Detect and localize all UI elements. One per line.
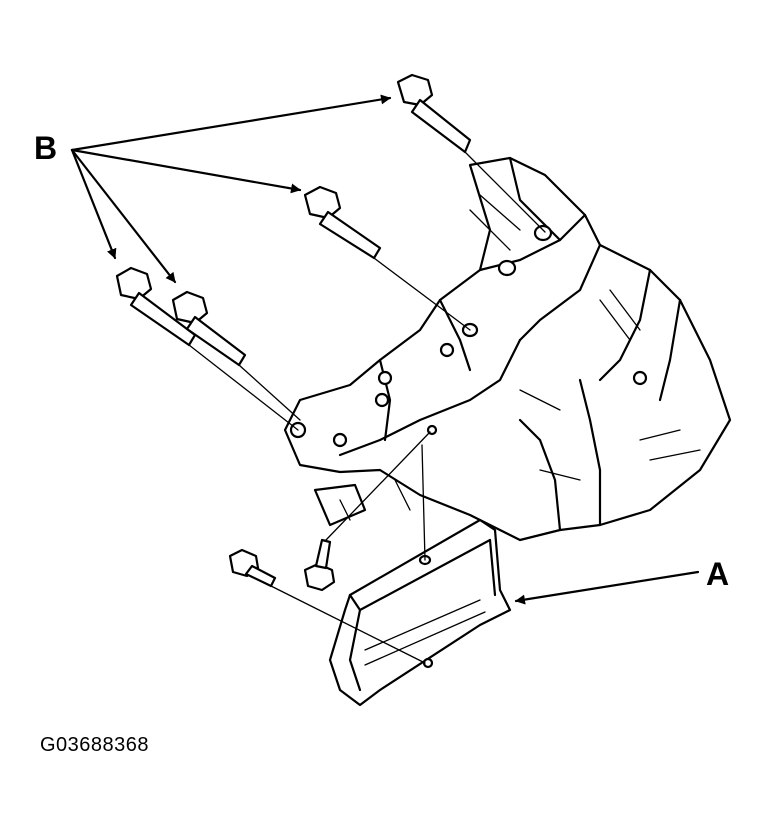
small-bolt-center [303, 538, 336, 592]
bolt-b-1 [396, 73, 472, 154]
small-bolt-left [228, 548, 277, 588]
alignment-lines [188, 151, 546, 664]
figure-id-code: G03688368 [40, 734, 150, 756]
bolt-b-4 [171, 290, 247, 367]
callout-label-a: A [706, 556, 730, 592]
callout-b-arrows [70, 94, 392, 284]
guard-plate-a [328, 518, 512, 707]
callout-a-arrow [514, 570, 700, 605]
bolt-b-2 [303, 185, 382, 260]
transmission-housing [283, 156, 732, 542]
callout-label-b: B [34, 130, 58, 166]
